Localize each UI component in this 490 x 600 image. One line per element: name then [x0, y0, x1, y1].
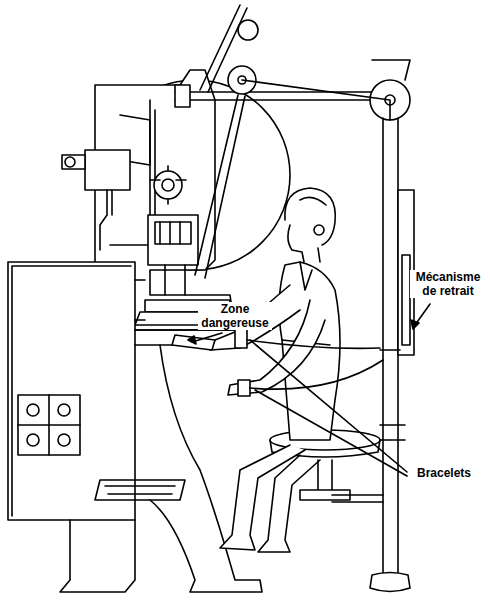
- wristband-label: Bracelets: [408, 466, 480, 480]
- danger-zone-label: Zone dangereuse: [198, 302, 272, 330]
- retraction-label: Mécanisme de retrait: [410, 270, 486, 298]
